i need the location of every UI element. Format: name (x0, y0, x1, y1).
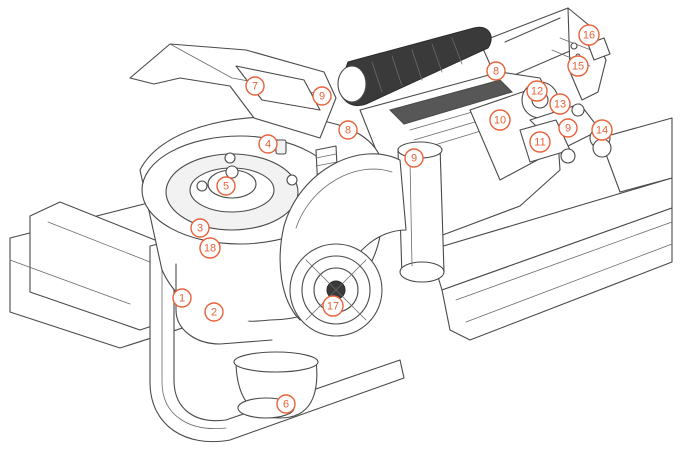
callout-c13: 13 (549, 93, 571, 115)
callout-label: 1 (179, 293, 185, 305)
callout-ring (558, 118, 578, 138)
callout-c12: 12 (526, 80, 548, 102)
callout-ring (486, 61, 506, 81)
callout-c17: 17 (322, 295, 344, 317)
callout-ring (216, 176, 236, 196)
callout-ring (312, 86, 332, 106)
callout-label: 11 (534, 137, 545, 149)
callout-ring (258, 134, 278, 154)
callout-ring (529, 131, 551, 153)
callout-c14: 14 (591, 119, 613, 141)
callout-ring (578, 24, 600, 46)
callout-c6: 6 (276, 394, 296, 414)
callout-c2: 2 (204, 302, 224, 322)
callout-ring (404, 148, 424, 168)
drawbar-frame (429, 117, 673, 341)
callout-ring (276, 394, 296, 414)
callout-c8a: 8 (486, 61, 506, 81)
callout-label: 14 (596, 125, 608, 137)
callout-ring (338, 120, 358, 140)
callout-label: 7 (252, 81, 258, 93)
callout-c18: 18 (199, 237, 221, 259)
callout-label: 18 (204, 243, 216, 255)
callout-c9b: 9 (404, 148, 424, 168)
callout-label: 9 (411, 153, 417, 165)
callout-c15: 15 (567, 55, 589, 77)
pivot-wheel (289, 243, 383, 337)
callout-label: 16 (583, 30, 595, 42)
callout-c5: 5 (216, 176, 236, 196)
callout-ring (172, 288, 192, 308)
callout-label: 9 (565, 123, 571, 135)
callout-ring (526, 80, 548, 102)
callout-c9a: 9 (312, 86, 332, 106)
callout-ring (190, 218, 210, 238)
callout-c4: 4 (258, 134, 278, 154)
damper-post (397, 141, 445, 283)
callout-ring (591, 119, 613, 141)
callout-c9c: 9 (558, 118, 578, 138)
callout-label: 10 (494, 115, 506, 127)
callout-ring (322, 295, 344, 317)
callout-label: 3 (197, 223, 203, 235)
callout-label: 2 (211, 307, 217, 319)
callout-c11: 11 (529, 131, 551, 153)
callout-ring (549, 93, 571, 115)
callout-c3: 3 (190, 218, 210, 238)
callout-label: 12 (531, 86, 543, 98)
callout-label: 13 (554, 99, 566, 111)
callout-label: 4 (265, 139, 271, 151)
callout-ring (245, 76, 265, 96)
callout-ring (489, 109, 511, 131)
callout-ring (567, 55, 589, 77)
bracket (149, 239, 405, 443)
callout-label: 9 (319, 91, 325, 103)
callout-c1: 1 (172, 288, 192, 308)
callout-c7: 7 (245, 76, 265, 96)
callout-label: 8 (493, 66, 499, 78)
callout-label: 15 (572, 61, 584, 73)
callout-c16: 16 (578, 24, 600, 46)
callout-c8b: 8 (338, 120, 358, 140)
callout-label: 17 (327, 301, 339, 313)
callout-label: 6 (283, 399, 289, 411)
callout-ring (199, 237, 221, 259)
callout-label: 5 (223, 181, 229, 193)
callout-ring (204, 302, 224, 322)
handle-grip (337, 26, 492, 106)
callout-c10: 10 (489, 109, 511, 131)
callout-label: 8 (345, 125, 351, 137)
